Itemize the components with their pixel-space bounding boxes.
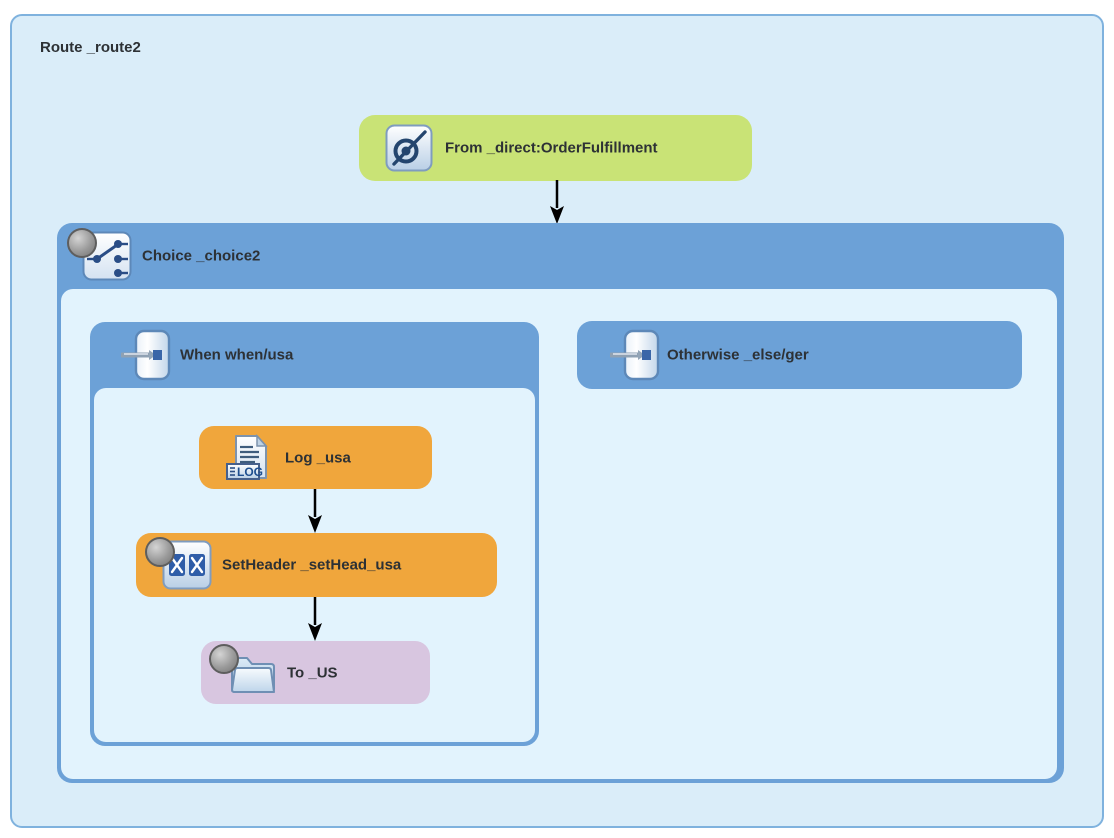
when-label: When when/usa: [180, 346, 294, 364]
svg-text:LOG: LOG: [237, 465, 263, 479]
setheader-node[interactable]: SetHeader _setHead_usa: [136, 533, 497, 597]
choice-header[interactable]: Choice _choice2: [57, 223, 1064, 289]
endpoint-icon: [385, 124, 433, 172]
when-container[interactable]: When when/usa: [90, 322, 539, 746]
message-filter-icon: [121, 329, 171, 381]
route-container[interactable]: Route _route2 From _direct:OrderFulfillm…: [10, 14, 1104, 828]
from-node-label: From _direct:OrderFulfillment: [445, 139, 658, 157]
choice-body: When when/usa: [61, 289, 1057, 779]
log-node-label: Log _usa: [285, 449, 351, 466]
choice-container[interactable]: Choice _choice2 When when/usa: [57, 223, 1064, 783]
breakpoint-badge: [209, 644, 239, 674]
connection-arrow-from-choice[interactable]: [549, 180, 565, 224]
choice-label: Choice _choice2: [142, 247, 261, 265]
otherwise-bar[interactable]: Otherwise _else/ger: [577, 321, 1022, 389]
to-node[interactable]: To _US: [201, 641, 430, 704]
connection-arrow-setheader-to[interactable]: [307, 597, 323, 641]
otherwise-label: Otherwise _else/ger: [667, 346, 809, 364]
breakpoint-badge: [67, 228, 97, 258]
transform-pair-icon: [162, 540, 212, 590]
when-header[interactable]: When when/usa: [90, 322, 539, 388]
to-node-label: To _US: [287, 664, 338, 681]
when-body: LOG Log _usa: [94, 388, 535, 742]
log-node[interactable]: LOG Log _usa: [199, 426, 432, 489]
route-title: Route _route2: [40, 39, 141, 56]
message-filter-icon: [610, 329, 660, 381]
setheader-node-label: SetHeader _setHead_usa: [222, 556, 402, 574]
connection-arrow-log-setheader[interactable]: [307, 489, 323, 533]
breakpoint-badge: [145, 537, 175, 567]
log-document-icon: LOG: [226, 433, 268, 480]
from-node[interactable]: From _direct:OrderFulfillment: [359, 115, 752, 181]
